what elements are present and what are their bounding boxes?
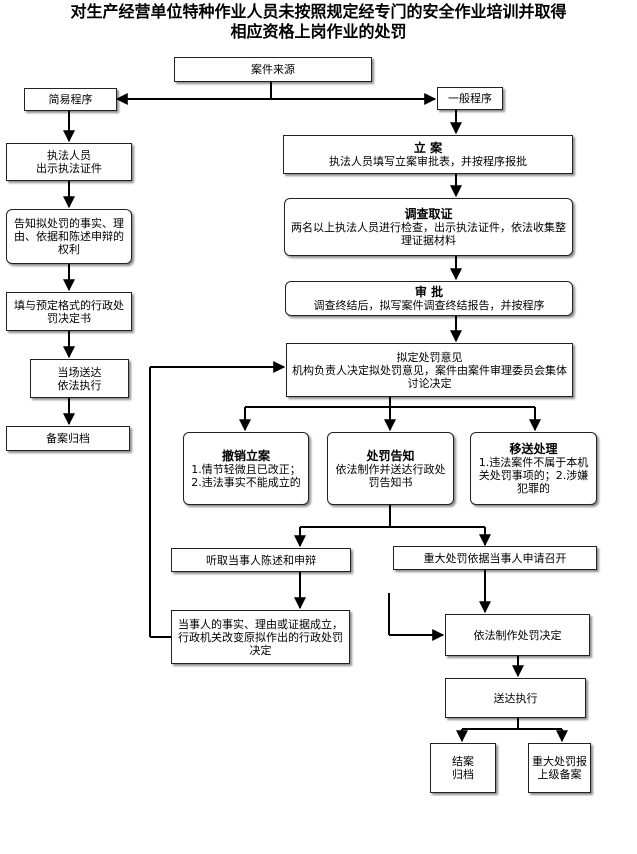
archive-simple-label: 备案归档 — [46, 432, 90, 445]
penalty-notice-text: 依法制作并送达行政处罚告知书 — [335, 462, 446, 489]
major-penalty-report-label: 重大处罚报上级备案 — [532, 755, 587, 781]
revoke-case-box: 撤销立案 1.情节轻微且已改正；2.违法事实不能成立的 — [183, 432, 309, 505]
diagram-title-line-2: 相应资格上岗作业的处罚 — [230, 22, 407, 41]
deliver-execute-box: 送达执行 — [445, 678, 586, 718]
hear-statement-label: 听取当事人陈述和申辩 — [206, 553, 316, 567]
investigate-text: 两名以上执法人员进行检查，出示执法证件，依法收集整理证据材料 — [291, 221, 566, 247]
case-source-box: 案件来源 — [174, 57, 372, 82]
make-decision-box: 依法制作处罚决定 — [445, 614, 590, 656]
proposed-penalty-heading: 拟定处罚意见 — [396, 350, 463, 364]
investigate-heading: 调查取证 — [404, 207, 453, 221]
revoke-case-text: 1.情节轻微且已改正；2.违法事实不能成立的 — [191, 462, 301, 489]
case-source-label: 案件来源 — [251, 63, 295, 76]
facts-established-box: 当事人的事实、理由或证据成立，行政机关改变原拟作出的行政处罚决定 — [171, 610, 350, 664]
proposed-penalty-text: 机构负责人决定拟处罚意见，案件由案件审理委员会集体讨论决定 — [292, 363, 567, 390]
archive-final-box: 结案 归档 — [430, 743, 496, 793]
transfer-heading: 移送处理 — [509, 442, 558, 456]
deliver-on-site-label: 当场送达 依法执行 — [57, 365, 102, 392]
archive-final-label: 结案 归档 — [452, 755, 474, 781]
major-penalty-report-box: 重大处罚报上级备案 — [528, 743, 591, 793]
simple-procedure-box: 简易程序 — [24, 88, 117, 111]
investigate-box: 调查取证 两名以上执法人员进行检查，出示执法证件，依法收集整理证据材料 — [284, 198, 573, 256]
inform-rights-label: 告知拟处罚的事实、理由、依据和陈述申辩的权利 — [14, 217, 124, 256]
penalty-notice-box: 处罚告知 依法制作并送达行政处罚告知书 — [327, 432, 454, 505]
facts-established-label: 当事人的事实、理由或证据成立，行政机关改变原拟作出的行政处罚决定 — [178, 617, 343, 657]
review-box: 审 批 调查终结后，拟写案件调查终结报告，并按程序 — [285, 281, 573, 316]
archive-simple-box: 备案归档 — [6, 426, 130, 451]
deliver-on-site-box: 当场送达 依法执行 — [30, 359, 129, 398]
transfer-text: 1.违法案件不属于本机关处罚事项的；2.涉嫌犯罪的 — [478, 456, 589, 495]
register-case-text: 执法人员填写立案审批表，并按程序报批 — [329, 155, 527, 168]
diagram-title-line-1: 对生产经营单位特种作业人员未按照规定经专门的安全作业培训并取得 — [70, 2, 567, 21]
show-certificate-box: 执法人员 出示执法证件 — [6, 143, 132, 181]
inform-rights-box: 告知拟处罚的事实、理由、依据和陈述申辩的权利 — [6, 209, 132, 264]
general-procedure-box: 一般程序 — [437, 87, 503, 110]
review-heading: 审 批 — [414, 285, 444, 299]
transfer-box: 移送处理 1.违法案件不属于本机关处罚事项的；2.涉嫌犯罪的 — [470, 432, 597, 505]
show-certificate-label: 执法人员 出示执法证件 — [36, 149, 102, 175]
proposed-penalty-box: 拟定处罚意见 机构负责人决定拟处罚意见，案件由案件审理委员会集体讨论决定 — [286, 343, 573, 397]
general-procedure-label: 一般程序 — [448, 92, 492, 105]
penalty-notice-heading: 处罚告知 — [366, 448, 415, 463]
register-case-box: 立 案 执法人员填写立案审批表，并按程序报批 — [283, 135, 573, 174]
hear-statement-box: 听取当事人陈述和申辩 — [171, 548, 351, 572]
fill-decision-label: 填与预定格式的行政处罚决定书 — [14, 298, 124, 325]
make-decision-label: 依法制作处罚决定 — [473, 628, 562, 642]
revoke-case-heading: 撤销立案 — [221, 448, 270, 463]
register-case-heading: 立 案 — [413, 141, 443, 155]
simple-procedure-label: 简易程序 — [48, 93, 93, 106]
major-hearing-label: 重大处罚依据当事人申请召开 — [423, 551, 567, 565]
review-text: 调查终结后，拟写案件调查终结报告，并按程序 — [313, 299, 545, 312]
fill-decision-box: 填与预定格式的行政处罚决定书 — [6, 292, 132, 331]
major-hearing-box: 重大处罚依据当事人申请召开 — [393, 546, 597, 570]
deliver-execute-label: 送达执行 — [493, 691, 538, 705]
